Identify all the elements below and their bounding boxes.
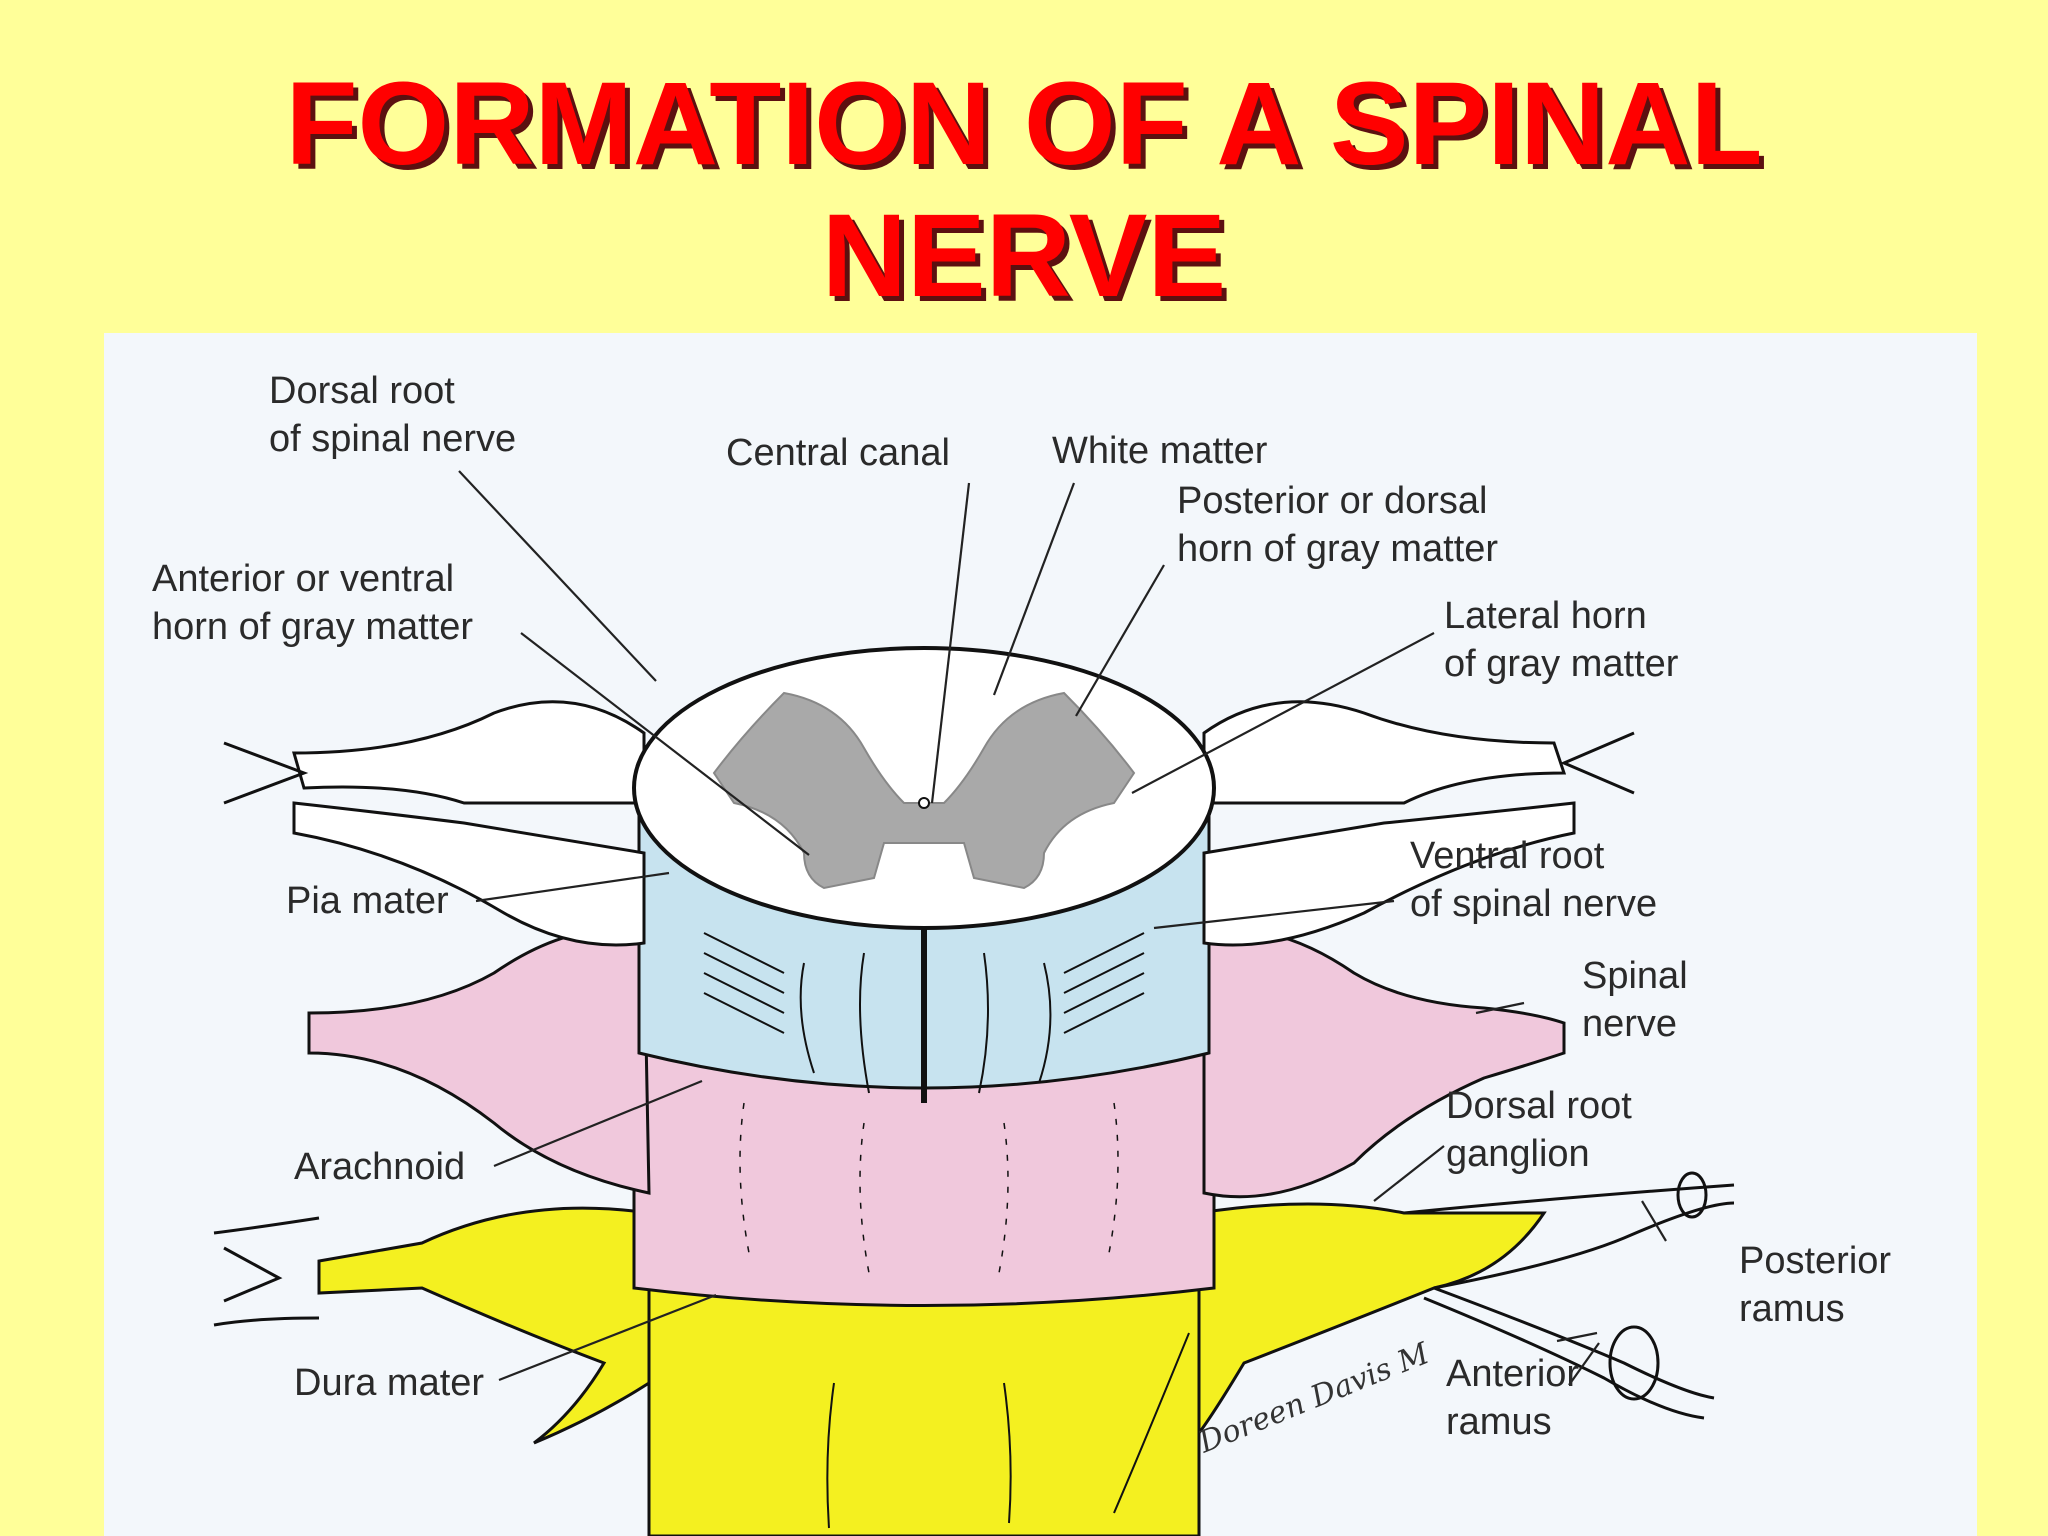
- title-line-1: FORMATION OF A SPINAL: [285, 58, 1763, 190]
- label-dorsal-root-ganglion-line1: Dorsal root: [1446, 1085, 1632, 1127]
- label-ventral-root-line2: of spinal nerve: [1410, 883, 1657, 925]
- label-posterior-horn-line1: Posterior or dorsal: [1177, 480, 1487, 522]
- label-dura-mater: Dura mater: [294, 1362, 484, 1404]
- label-lateral-horn-line1: Lateral horn: [1444, 595, 1647, 637]
- label-dorsal-root-line2: of spinal nerve: [269, 418, 516, 460]
- label-spinal-nerve-line1: Spinal: [1582, 955, 1688, 997]
- cord-cross-section: [632, 646, 1216, 930]
- leader-lines: [458, 470, 1667, 1386]
- label-dorsal-root-line1: Dorsal root: [269, 370, 455, 412]
- label-anterior-ramus-line1: Anterior: [1446, 1353, 1579, 1395]
- label-spinal-nerve-line2: nerve: [1582, 1003, 1677, 1045]
- spinal-nerve-diagram: Dorsal root of spinal nerve Central cana…: [104, 333, 1977, 1536]
- label-posterior-ramus-line1: Posterior: [1739, 1240, 1891, 1282]
- title-line-2: NERVE: [821, 190, 1227, 322]
- arachnoid: [307, 928, 1566, 1307]
- gray-matter-region: [712, 691, 1136, 890]
- spinal-nerve-roots: [223, 700, 1635, 947]
- label-posterior-horn-line2: horn of gray matter: [1177, 528, 1498, 570]
- label-dorsal-root-ganglion-line2: ganglion: [1446, 1133, 1590, 1175]
- label-anterior-horn-line1: Anterior or ventral: [152, 558, 454, 600]
- label-posterior-ramus-line2: ramus: [1739, 1288, 1845, 1330]
- label-arachnoid: Arachnoid: [294, 1146, 465, 1188]
- label-anterior-ramus-line2: ramus: [1446, 1401, 1552, 1443]
- label-pia-mater: Pia mater: [286, 880, 449, 922]
- label-white-matter: White matter: [1052, 430, 1268, 472]
- diagram-canvas: Dorsal root of spinal nerve Central cana…: [104, 333, 1977, 1536]
- label-ventral-root-line1: Ventral root: [1410, 835, 1605, 877]
- slide-title: FORMATION OF A SPINAL NERVE: [0, 58, 2048, 322]
- label-anterior-horn-line2: horn of gray matter: [152, 606, 473, 648]
- rami-nerves: [213, 1171, 1735, 1420]
- label-central-canal: Central canal: [726, 432, 950, 474]
- central-canal-dot: [918, 797, 930, 809]
- label-lateral-horn-line2: of gray matter: [1444, 643, 1679, 685]
